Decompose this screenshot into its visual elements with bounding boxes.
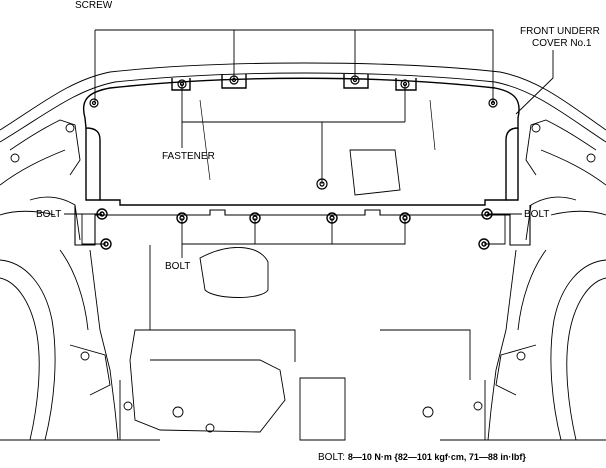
bolt-left-label: BOLT [36, 209, 62, 220]
fastener-marker [177, 79, 410, 190]
screw-marker [89, 75, 498, 108]
fastener-label: FASTENER [162, 151, 215, 162]
leader-lines [64, 29, 554, 258]
front-cover-label-line1: FRONT UNDERR [520, 26, 600, 37]
vehicle-body-outline [0, 62, 606, 441]
screw-label: SCREW [75, 0, 113, 11]
bolt-center-label: BOLT [165, 261, 191, 272]
front-under-cover-no1 [74, 74, 531, 246]
front-cover-label-line2: COVER No.1 [532, 38, 592, 49]
bolt-right-label: BOLT [524, 209, 550, 220]
torque-spec-prefix: BOLT: [318, 452, 348, 463]
torque-spec: BOLT: 8—10 N·m {82—101 kgf·cm, 71—88 in·… [318, 452, 526, 463]
torque-spec-value: 8—10 N·m {82—101 kgf·cm, 71—88 in·lbf} [347, 452, 526, 462]
